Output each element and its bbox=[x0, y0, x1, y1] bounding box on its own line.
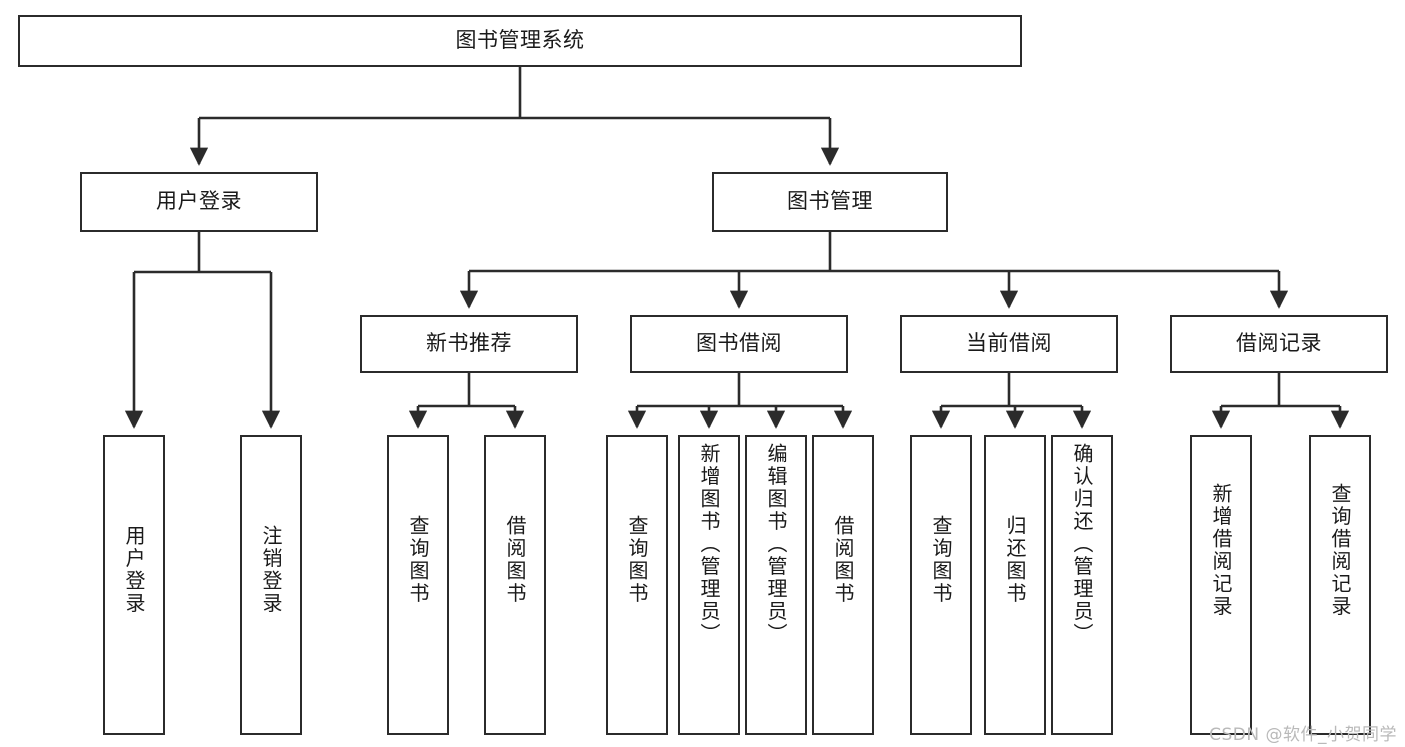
node-leaf-query-book-1-label: 查询图书 bbox=[406, 515, 430, 605]
node-leaf-edit-book[interactable]: 编辑图书（管理员） bbox=[745, 435, 807, 735]
node-book-borrow-label: 图书借阅 bbox=[696, 331, 782, 356]
node-root[interactable]: 图书管理系统 bbox=[18, 15, 1022, 67]
node-leaf-borrow-book-2-label: 借阅图书 bbox=[831, 515, 855, 605]
node-leaf-borrow-book-1-label: 借阅图书 bbox=[503, 515, 527, 605]
node-leaf-query-book-2[interactable]: 查询图书 bbox=[606, 435, 668, 735]
node-borrow-record-label: 借阅记录 bbox=[1236, 331, 1322, 356]
node-leaf-edit-book-label: 编辑图书（管理员） bbox=[764, 443, 788, 646]
node-leaf-query-book-1[interactable]: 查询图书 bbox=[387, 435, 449, 735]
node-new-book-rec-label: 新书推荐 bbox=[426, 331, 512, 356]
node-leaf-query-book-3-label: 查询图书 bbox=[929, 515, 953, 605]
node-leaf-borrow-book-2[interactable]: 借阅图书 bbox=[812, 435, 874, 735]
node-current-borrow[interactable]: 当前借阅 bbox=[900, 315, 1118, 373]
node-leaf-return-book[interactable]: 归还图书 bbox=[984, 435, 1046, 735]
node-leaf-add-record-label: 新增借阅记录 bbox=[1209, 483, 1233, 618]
node-leaf-confirm-return[interactable]: 确认归还（管理员） bbox=[1051, 435, 1113, 735]
node-leaf-query-record[interactable]: 查询借阅记录 bbox=[1309, 435, 1371, 735]
node-book-manage-label: 图书管理 bbox=[787, 189, 873, 214]
node-book-manage[interactable]: 图书管理 bbox=[712, 172, 948, 232]
node-leaf-query-book-2-label: 查询图书 bbox=[625, 515, 649, 605]
node-leaf-logout[interactable]: 注销登录 bbox=[240, 435, 302, 735]
node-user-login[interactable]: 用户登录 bbox=[80, 172, 318, 232]
node-leaf-add-record[interactable]: 新增借阅记录 bbox=[1190, 435, 1252, 735]
node-root-label: 图书管理系统 bbox=[455, 28, 585, 53]
node-leaf-add-book-label: 新增图书（管理员） bbox=[697, 443, 721, 646]
node-leaf-user-login-label: 用户登录 bbox=[122, 525, 146, 615]
node-borrow-record[interactable]: 借阅记录 bbox=[1170, 315, 1388, 373]
node-book-borrow[interactable]: 图书借阅 bbox=[630, 315, 848, 373]
node-new-book-rec[interactable]: 新书推荐 bbox=[360, 315, 578, 373]
node-leaf-logout-label: 注销登录 bbox=[259, 525, 283, 615]
node-leaf-borrow-book-1[interactable]: 借阅图书 bbox=[484, 435, 546, 735]
node-leaf-return-book-label: 归还图书 bbox=[1003, 515, 1027, 605]
node-leaf-query-book-3[interactable]: 查询图书 bbox=[910, 435, 972, 735]
node-current-borrow-label: 当前借阅 bbox=[966, 331, 1052, 356]
node-leaf-confirm-return-label: 确认归还（管理员） bbox=[1070, 443, 1094, 646]
node-leaf-query-record-label: 查询借阅记录 bbox=[1328, 483, 1352, 618]
csdn-watermark: CSDN @软件_小贺同学 bbox=[1209, 725, 1397, 745]
node-user-login-label: 用户登录 bbox=[156, 189, 242, 214]
node-leaf-user-login[interactable]: 用户登录 bbox=[103, 435, 165, 735]
node-leaf-add-book[interactable]: 新增图书（管理员） bbox=[678, 435, 740, 735]
